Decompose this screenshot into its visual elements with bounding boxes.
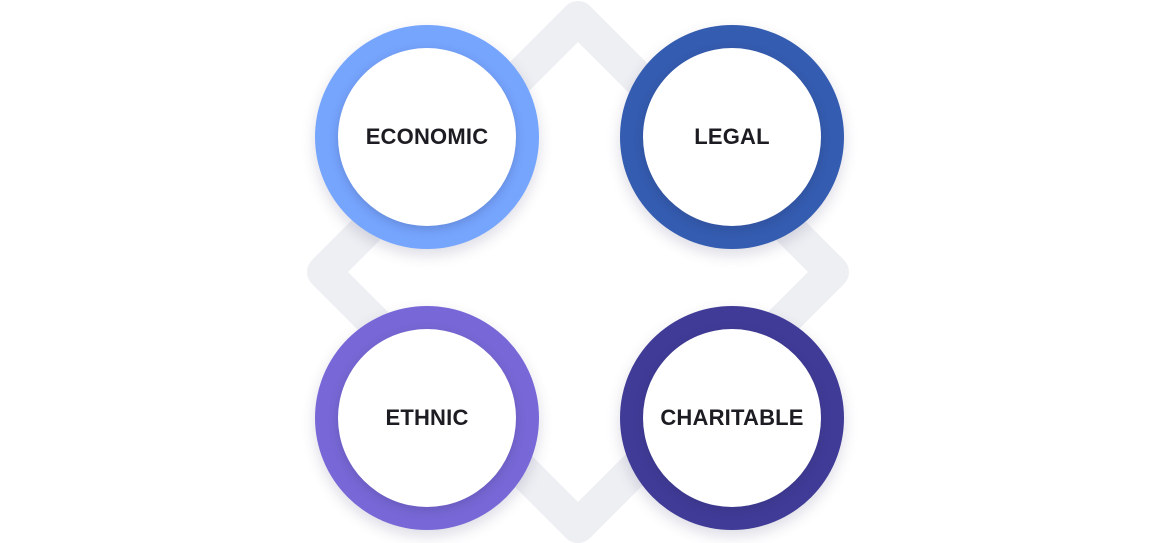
circle-legal: LEGAL [620, 25, 844, 249]
circle-economic-inner: ECONOMIC [338, 48, 516, 226]
circle-ethnic: ETHNIC [315, 306, 539, 530]
circle-legal-inner: LEGAL [643, 48, 821, 226]
circle-charitable: CHARITABLE [620, 306, 844, 530]
circle-ethnic-inner: ETHNIC [338, 329, 516, 507]
circle-charitable-inner: CHARITABLE [643, 329, 821, 507]
circle-economic: ECONOMIC [315, 25, 539, 249]
label-charitable: CHARITABLE [660, 405, 804, 430]
label-ethnic: ETHNIC [385, 405, 469, 430]
label-legal: LEGAL [694, 124, 770, 149]
label-economic: ECONOMIC [365, 124, 489, 149]
